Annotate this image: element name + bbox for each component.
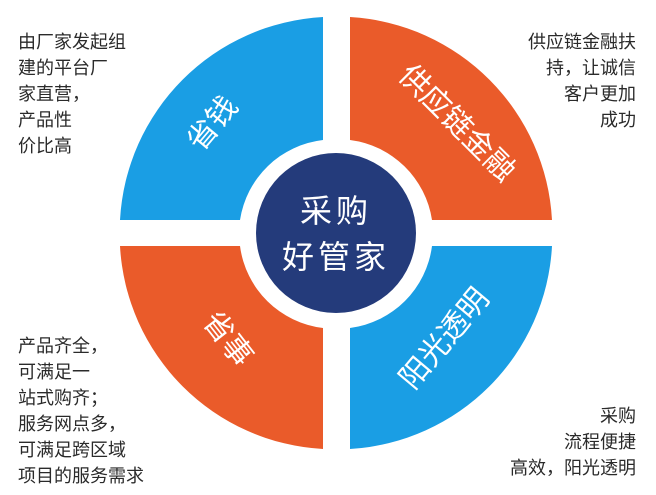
center-title-line2: 好管家 — [282, 238, 390, 276]
description-line: 项目的服务需求 — [18, 466, 144, 487]
description-line: 可满足一 — [18, 362, 90, 383]
quadrant-top-left — [120, 17, 323, 220]
description-line: 服务网点多， — [18, 414, 126, 435]
description-bottom-left: 产品齐全， 可满足一 站式购齐； 服务网点多， 可满足跨区域 项目的服务需求 — [18, 334, 144, 490]
description-line: 产品齐全， — [18, 336, 108, 357]
description-line: 家直营， — [18, 84, 90, 105]
description-line: 采购 — [600, 406, 636, 427]
description-line: 持，让诚信 — [546, 58, 636, 79]
description-line: 客户更加 — [564, 84, 636, 105]
description-line: 产品性 — [18, 110, 72, 131]
description-line: 由厂家发起组 — [18, 32, 126, 53]
quadrant-bottom-left — [120, 246, 323, 449]
description-line: 成功 — [600, 110, 636, 131]
description-line: 高效，阳光透明 — [510, 458, 636, 479]
center-title-line1: 采购 — [300, 192, 372, 230]
description-bottom-right: 采购 流程便捷 高效，阳光透明 — [510, 404, 636, 482]
description-line: 建的平台厂 — [18, 58, 108, 79]
quadrant-bottom-right — [350, 246, 552, 449]
description-line: 流程便捷 — [564, 432, 636, 453]
description-top-right: 供应链金融扶 持，让诚信 客户更加 成功 — [528, 30, 636, 134]
description-line: 价比高 — [18, 136, 72, 157]
center-circle — [256, 153, 416, 313]
description-top-left: 由厂家发起组 建的平台厂 家直营， 产品性 价比高 — [18, 30, 126, 160]
quadrant-top-right — [350, 17, 552, 220]
description-line: 可满足跨区域 — [18, 440, 126, 461]
description-line: 供应链金融扶 — [528, 32, 636, 53]
description-line: 站式购齐； — [18, 388, 108, 409]
